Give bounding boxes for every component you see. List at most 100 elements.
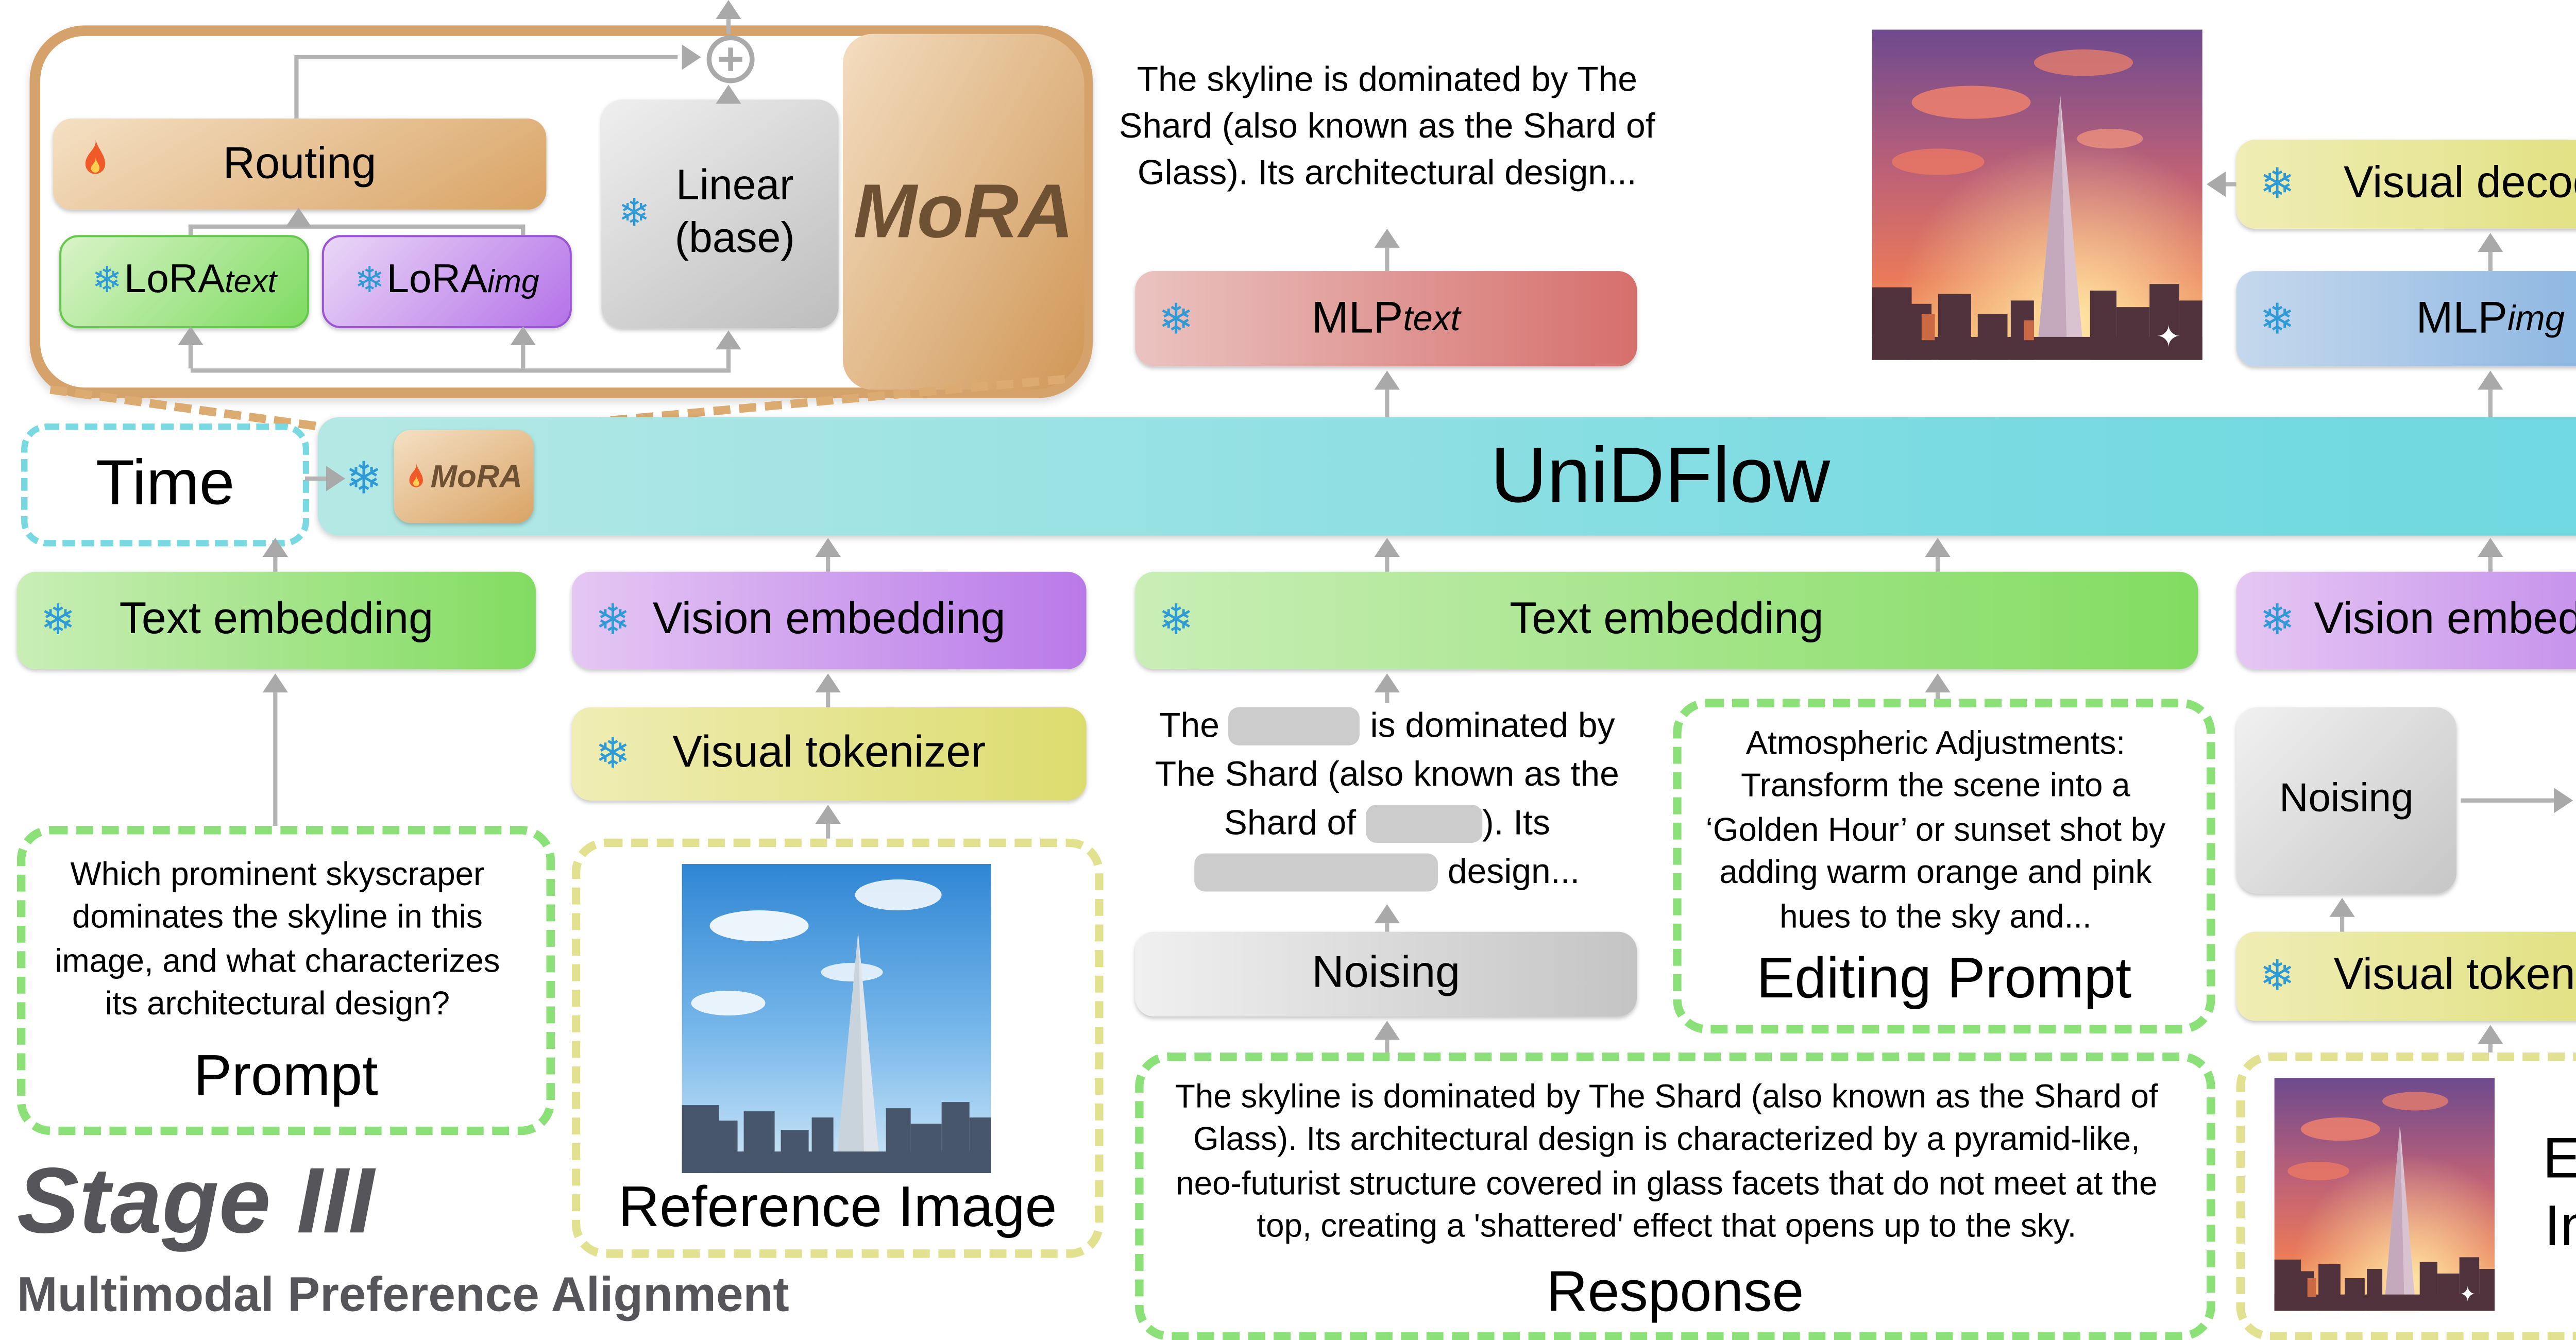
unidflow-bar[interactable] bbox=[317, 417, 2576, 536]
arrow-line bbox=[726, 349, 731, 369]
arrow-head bbox=[285, 207, 312, 227]
arrow-line bbox=[826, 557, 831, 572]
reference-photo bbox=[682, 864, 991, 1174]
arrow-line bbox=[826, 823, 831, 839]
arrow-head bbox=[2329, 897, 2355, 917]
arrow-head bbox=[716, 84, 741, 104]
snowflake-icon: ❄ bbox=[595, 598, 631, 645]
arrow-line bbox=[188, 345, 193, 369]
arrow-line bbox=[521, 224, 526, 235]
arrow-head bbox=[510, 326, 536, 345]
linear-label-2: (base) bbox=[674, 216, 795, 263]
mora-title: MoRA bbox=[853, 167, 1074, 255]
add-icon bbox=[705, 34, 756, 95]
arrow-line bbox=[826, 692, 831, 707]
arrow-line bbox=[2488, 1044, 2493, 1053]
arrow-line bbox=[1385, 389, 1389, 417]
sparkle-icon: ✦ bbox=[2156, 320, 2181, 353]
vision-embedding-label: Vision embedding bbox=[652, 595, 1006, 644]
vision-embedding-left[interactable]: ❄ Vision embedding bbox=[571, 571, 1087, 669]
arrow-head bbox=[716, 330, 741, 350]
linear-base-box[interactable]: ❄ Linear (base) bbox=[601, 99, 839, 329]
visual-tokenizer-right[interactable]: ❄ Visual tokenizer bbox=[2236, 931, 2576, 1021]
arrow-line bbox=[1935, 692, 1940, 701]
response-preview-text: The skyline is dominated by The Shard (a… bbox=[1119, 61, 1655, 192]
stage-title: Stage III bbox=[16, 1149, 375, 1254]
mora-module: MoRA bbox=[29, 25, 1093, 398]
vision-embedding-right[interactable]: ❄ Vision embedding bbox=[2236, 571, 2576, 669]
arrow-line bbox=[1385, 557, 1389, 572]
arrow-head bbox=[815, 804, 841, 824]
sparkle-icon: ✦ bbox=[2460, 1283, 2476, 1306]
noising-label: Noising bbox=[1312, 948, 1461, 997]
visual-decoder[interactable]: ❄ Visual decoder bbox=[2236, 140, 2576, 229]
visual-tokenizer-left[interactable]: ❄ Visual tokenizer bbox=[571, 707, 1087, 801]
linear-label-1: Linear bbox=[675, 163, 794, 210]
arrow-line bbox=[1385, 923, 1389, 932]
snowflake-icon: ❄ bbox=[92, 260, 122, 301]
arrow-head bbox=[1374, 904, 1400, 924]
arrow-line bbox=[188, 224, 193, 235]
arrow-head bbox=[262, 673, 289, 693]
noising-mid[interactable]: Noising bbox=[1135, 931, 1637, 1016]
noising-label: Noising bbox=[2279, 777, 2414, 822]
arrow-line bbox=[294, 55, 299, 119]
visual-tokenizer-label: Visual tokenizer bbox=[2333, 951, 2576, 1000]
arrow-line bbox=[2226, 182, 2236, 186]
arrow-head bbox=[2478, 538, 2503, 557]
vision-embedding-label: Vision embedding bbox=[2314, 595, 2576, 644]
edited-image-box[interactable]: ✦ Edited Image bbox=[2236, 1052, 2576, 1340]
text-embedding-left[interactable]: ❄ Text embedding bbox=[16, 571, 536, 669]
mora-chip[interactable]: MoRA bbox=[394, 430, 534, 523]
snowflake-icon: ❄ bbox=[618, 191, 651, 234]
lora-img-label: LoRA bbox=[386, 258, 487, 303]
arrow-head bbox=[1374, 1021, 1400, 1040]
arrow-head bbox=[2478, 1025, 2503, 1044]
snowflake-icon: ❄ bbox=[40, 598, 76, 645]
arrow-line bbox=[190, 224, 523, 229]
mlp-label: MLP bbox=[1311, 293, 1403, 342]
arrow-head bbox=[2207, 171, 2226, 197]
mlp-sub: img bbox=[2507, 297, 2565, 338]
reference-image-box[interactable]: Reference Image bbox=[571, 838, 1104, 1258]
time-box[interactable]: Time bbox=[21, 423, 310, 547]
snowflake-icon: ❄ bbox=[595, 732, 631, 778]
snowflake-icon: ❄ bbox=[354, 260, 385, 301]
noising-square[interactable]: Noising bbox=[2236, 707, 2457, 894]
arrow-head bbox=[1374, 673, 1400, 693]
arrow-line bbox=[273, 557, 278, 572]
mora-side-panel: MoRA bbox=[842, 33, 1084, 390]
generated-image: ✦ bbox=[1872, 29, 2202, 360]
arrow-line bbox=[1385, 1040, 1389, 1053]
arrow-line bbox=[2488, 389, 2493, 417]
arrow-head bbox=[2478, 233, 2503, 252]
arrow-head bbox=[1374, 228, 1400, 248]
text-embedding-mid[interactable]: ❄ Text embedding bbox=[1135, 571, 2198, 669]
arrow-line bbox=[2461, 798, 2554, 803]
prompt-label: Prompt bbox=[194, 1044, 378, 1108]
prompt-box[interactable]: Which prominent skyscraper dominates the… bbox=[16, 826, 555, 1135]
arrow-line bbox=[273, 692, 278, 826]
snowflake-icon: ❄ bbox=[2259, 598, 2295, 645]
arrow-head bbox=[2478, 370, 2503, 390]
arrow-head bbox=[1374, 370, 1400, 390]
fire-icon bbox=[78, 138, 112, 191]
editing-prompt-box[interactable]: Atmospheric Adjustments: Transform the s… bbox=[1673, 699, 2215, 1033]
snowflake-icon: ❄ bbox=[2259, 296, 2295, 343]
editing-prompt-label: Editing Prompt bbox=[1756, 946, 2132, 1010]
lora-text-label: LoRA bbox=[124, 258, 225, 303]
routing-box[interactable]: Routing bbox=[53, 118, 547, 210]
response-box[interactable]: The skyline is dominated by The Shard (a… bbox=[1135, 1052, 2215, 1340]
arrow-head bbox=[815, 538, 841, 557]
arrow-head bbox=[1374, 538, 1400, 557]
editing-prompt-text: Atmospheric Adjustments: Transform the s… bbox=[1705, 726, 2166, 936]
arrow-line bbox=[1385, 247, 1389, 272]
edited-image-label: Edited Image bbox=[2543, 1127, 2576, 1259]
mora-chip-label: MoRA bbox=[430, 458, 522, 495]
